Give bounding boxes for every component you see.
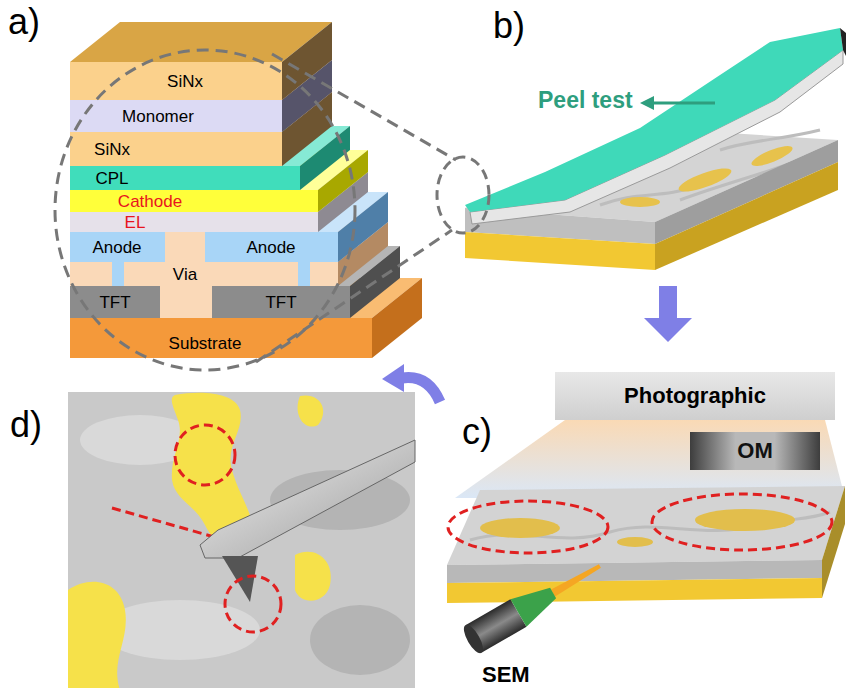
layer-band: Monomer: [119, 107, 197, 126]
light-cone: [455, 420, 845, 498]
layer-band: SiNx: [91, 140, 133, 159]
node-text: TFT: [265, 294, 296, 311]
exposed-cathode: [695, 509, 795, 531]
exposed-cathode: [295, 552, 331, 601]
substrate-front: [70, 318, 372, 358]
layer-band: EL: [122, 213, 149, 232]
node-text: Photographic: [624, 385, 766, 407]
gun-nozzle: [510, 579, 561, 627]
zoom-leader: [272, 54, 456, 160]
panel-label: b): [493, 6, 525, 46]
sample-side: [822, 486, 845, 598]
sample-front-yellow: [447, 578, 822, 603]
exposed-cathode: [298, 395, 324, 426]
node-text: Monomer: [122, 108, 194, 125]
gun-cap: [460, 622, 486, 656]
sinx-side: [282, 22, 332, 100]
layer-band: Via: [170, 265, 200, 284]
node-text: Substrate: [169, 335, 242, 352]
exposed-cathode: [480, 518, 560, 538]
exposed-cathode: [617, 537, 653, 547]
zoom-ellipse: [55, 50, 355, 370]
afm-cantilever: [200, 440, 415, 558]
surface-texture: [310, 605, 410, 675]
panel-label: d): [10, 405, 42, 445]
node-text: Anode: [246, 239, 295, 256]
exposed-cathode: [620, 197, 660, 207]
microscope-box: OM: [690, 432, 820, 470]
panel-label: c): [462, 412, 492, 452]
anode-post: [298, 262, 310, 286]
electrode-box: Anode: [89, 238, 144, 257]
electron-beam: [551, 563, 602, 597]
transistor-box: TFT: [96, 293, 133, 312]
defect-marker: [225, 576, 281, 632]
cpl-front: [70, 166, 300, 190]
node-text: Cathode: [118, 193, 182, 210]
via-column: [165, 232, 205, 262]
via-front: [70, 262, 338, 286]
anode-post: [112, 262, 124, 286]
anode-front: [205, 232, 338, 262]
peel-arrowhead: [640, 96, 654, 110]
inspected-sample: [447, 486, 845, 603]
camera-box: Photographic: [555, 372, 835, 420]
transistor-box: TFT: [262, 293, 299, 312]
node-text: Anode: [92, 239, 141, 256]
scan-line: [112, 508, 218, 538]
defect-marker: [652, 494, 832, 550]
panel-label: a): [8, 2, 40, 42]
sem-gun: [460, 552, 608, 656]
via-gap: [160, 286, 212, 318]
process-label: Peel test: [538, 88, 633, 113]
defect-marker: [448, 501, 608, 553]
exposed-cathode: [68, 582, 126, 688]
defect-marker: [175, 425, 235, 485]
layer-band: Substrate: [166, 334, 245, 353]
node-text: Via: [173, 266, 197, 283]
sample-top: [447, 486, 845, 565]
sample-front-yellow: [465, 232, 655, 270]
cathode-front: [70, 190, 318, 212]
peeled-film: [465, 28, 843, 212]
film-edge: [840, 28, 846, 56]
instrument-label: SEM: [482, 663, 530, 687]
sample-side-yellow: [655, 162, 838, 270]
sinx-front: [70, 132, 282, 166]
node-text: EL: [125, 214, 146, 231]
zoom-ellipse: [437, 157, 489, 233]
afm-image: [68, 392, 415, 688]
el-front: [70, 212, 318, 232]
layer-band: Cathode: [115, 192, 185, 211]
node-text: CPL: [95, 170, 128, 187]
node-text: SiNx: [167, 73, 203, 90]
step-arrow: [644, 286, 692, 342]
electrode-box: Anode: [243, 238, 298, 257]
layer-band: CPL: [92, 169, 131, 188]
step-arrowhead: [382, 364, 404, 392]
peel-sample: [465, 28, 846, 270]
node-text: TFT: [99, 294, 130, 311]
layer-stack: [70, 22, 422, 358]
anode-front: [70, 232, 165, 262]
node-text: OM: [737, 440, 772, 462]
node-text: SiNx: [94, 141, 130, 158]
layer-band: SiNx: [164, 72, 206, 91]
monomer-front: [70, 100, 282, 132]
peel-arrow: [652, 102, 715, 105]
